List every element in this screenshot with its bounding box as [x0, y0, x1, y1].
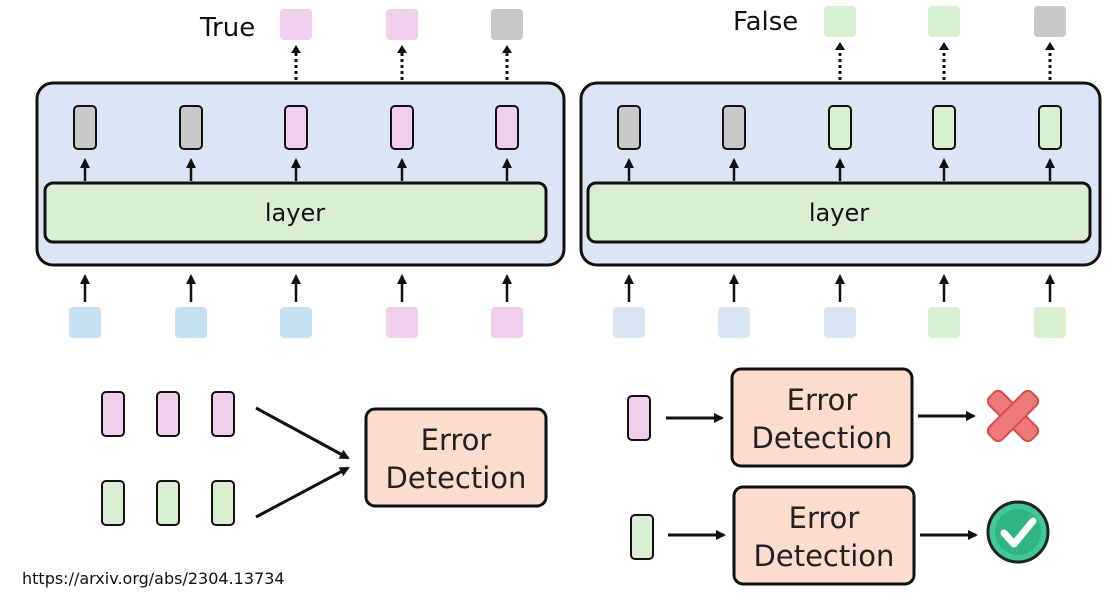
right-hidden-state-1 — [617, 105, 641, 150]
left-output-token-2 — [386, 9, 418, 40]
left-output-arrowhead-3 — [502, 45, 512, 53]
error-detection-1-line2: Detection — [752, 421, 893, 455]
right-hidden-states — [617, 105, 1062, 181]
right-input-token-5 — [1034, 307, 1066, 338]
left-layer-label: layer — [265, 199, 325, 227]
check-icon — [986, 500, 1050, 564]
right-output-token-1 — [824, 6, 856, 37]
left-hidden-state-5 — [495, 105, 519, 150]
pink-state-group — [101, 391, 235, 437]
left-output-arrowhead-1 — [291, 45, 301, 53]
cross-icon — [986, 389, 1040, 443]
left-panel-label: True — [199, 13, 255, 43]
green-state-query — [630, 514, 654, 560]
left-input-token-5 — [491, 307, 523, 338]
error-detection-main-line2: Detection — [386, 461, 527, 495]
arrow-pink-to-detector — [255, 406, 350, 460]
right-output-token-3 — [1034, 6, 1066, 37]
pink-state-query — [627, 395, 651, 441]
right-layer-label: layer — [809, 199, 869, 227]
pink-state-3 — [211, 391, 235, 437]
pink-state-1 — [101, 391, 125, 437]
right-input-tokens — [613, 274, 1066, 338]
right-layer-box — [586, 181, 1092, 244]
left-layer-box — [43, 181, 548, 244]
error-detection-box-main — [364, 407, 548, 508]
right-panel-label: False — [733, 7, 798, 37]
green-state-1 — [101, 480, 125, 526]
right-input-token-1 — [613, 307, 645, 338]
right-hidden-state-2 — [722, 105, 746, 150]
right-output-arrowhead-1 — [835, 42, 845, 50]
left-input-token-2 — [175, 307, 207, 338]
arrow-green-to-detector — [255, 466, 350, 519]
right-output-tokens — [824, 6, 1066, 80]
green-state-2 — [156, 480, 180, 526]
green-state-3 — [211, 480, 235, 526]
left-output-token-1 — [280, 9, 312, 40]
error-detection-box-2 — [732, 485, 916, 586]
error-detection-2-line1: Error — [789, 501, 860, 535]
left-hidden-state-3 — [284, 105, 308, 150]
left-output-arrowhead-2 — [397, 45, 407, 53]
left-hidden-state-4 — [390, 105, 414, 150]
error-detection-1-line1: Error — [787, 383, 858, 417]
right-hidden-state-5 — [1038, 105, 1062, 150]
error-detection-2-line2: Detection — [754, 539, 895, 573]
left-input-token-3 — [280, 307, 312, 338]
right-output-token-2 — [928, 6, 960, 37]
right-output-arrowhead-3 — [1045, 42, 1055, 50]
left-input-tokens — [69, 274, 523, 338]
error-detection-main-line1: Error — [421, 423, 492, 457]
right-input-token-3 — [824, 307, 856, 338]
error-detection-box-1 — [730, 367, 914, 468]
left-hidden-state-2 — [179, 105, 203, 150]
right-output-arrowhead-2 — [939, 42, 949, 50]
right-hidden-state-4 — [932, 105, 956, 150]
inference-wrong: Error Detection — [627, 367, 1040, 468]
left-hidden-states — [73, 105, 519, 181]
training-section: Error Detection — [101, 391, 548, 526]
left-input-token-1 — [69, 307, 101, 338]
right-panel: False layer — [579, 6, 1102, 338]
left-panel: True layer — [35, 9, 566, 338]
left-output-token-3 — [491, 9, 523, 40]
source-url: https://arxiv.org/abs/2304.13734 — [22, 569, 285, 588]
right-input-token-4 — [928, 307, 960, 338]
inference-right: Error Detection — [630, 485, 1050, 586]
pink-state-2 — [156, 391, 180, 437]
left-input-token-4 — [386, 307, 418, 338]
green-state-group — [101, 480, 235, 526]
left-output-tokens — [280, 9, 523, 80]
right-input-token-2 — [718, 307, 750, 338]
right-hidden-state-3 — [828, 105, 852, 150]
left-hidden-state-1 — [73, 105, 97, 150]
